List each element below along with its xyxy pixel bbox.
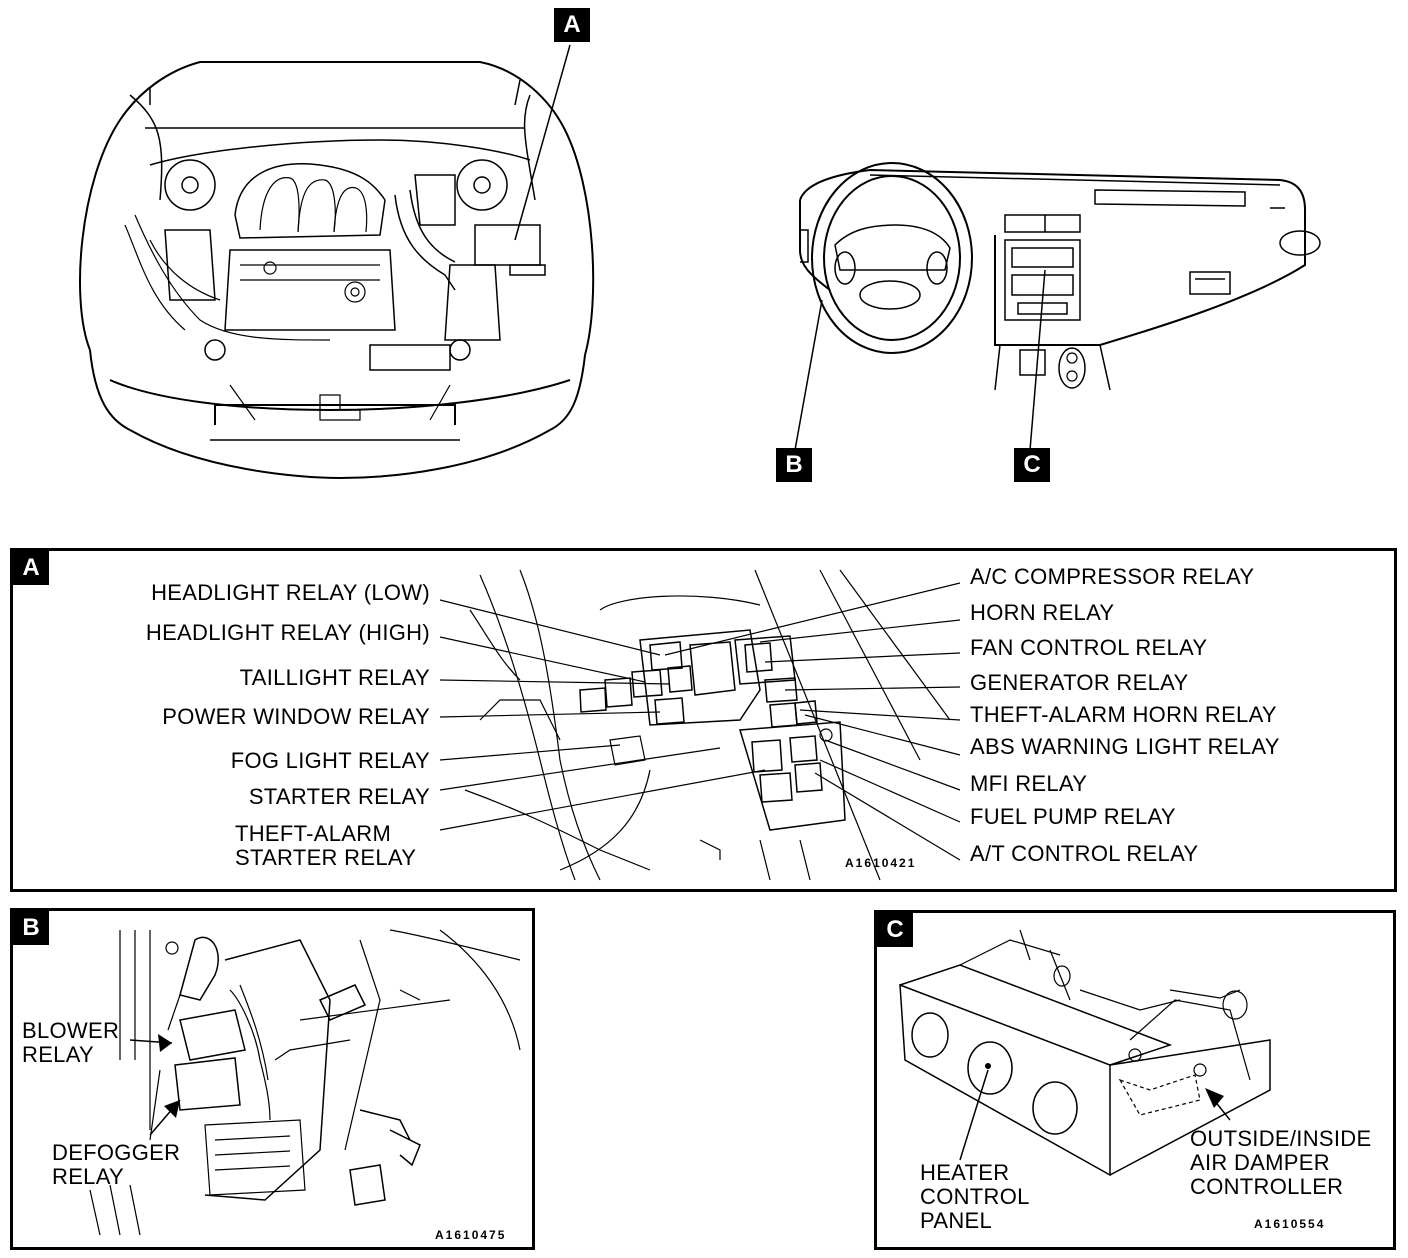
label-fuel-pump-relay: FUEL PUMP RELAY xyxy=(970,804,1176,829)
label-defogger-relay-line2: RELAY xyxy=(52,1164,125,1189)
marker-b-badge: B xyxy=(776,448,812,482)
panel-c-heater-panel-drawing xyxy=(899,929,1271,1177)
label-headlight-relay-low: HEADLIGHT RELAY (LOW) xyxy=(151,580,430,605)
label-heater-control-panel-line3: PANEL xyxy=(920,1208,993,1233)
label-taillight-relay: TAILLIGHT RELAY xyxy=(239,665,430,690)
label-abs-warning-light-relay: ABS WARNING LIGHT RELAY xyxy=(970,734,1280,759)
label-mfi-relay: MFI RELAY xyxy=(970,771,1088,796)
label-ac-compressor-relay: A/C COMPRESSOR RELAY xyxy=(970,564,1255,589)
label-air-damper-controller-line3: CONTROLLER xyxy=(1190,1174,1344,1199)
panel-a-badge: A xyxy=(13,551,49,585)
label-theft-alarm-horn-relay: THEFT-ALARM HORN RELAY xyxy=(970,702,1277,727)
label-theft-alarm-starter-relay-line1: THEFT-ALARM xyxy=(235,821,392,846)
label-theft-alarm-starter-relay-line2: STARTER RELAY xyxy=(235,845,417,870)
label-blower-relay-line1: BLOWER xyxy=(22,1018,120,1043)
label-power-window-relay: POWER WINDOW RELAY xyxy=(162,704,430,729)
label-horn-relay: HORN RELAY xyxy=(970,600,1115,625)
label-heater-control-panel-line1: HEATER xyxy=(920,1160,1010,1185)
label-generator-relay: GENERATOR RELAY xyxy=(970,670,1189,695)
label-fog-light-relay: FOG LIGHT RELAY xyxy=(230,748,430,773)
label-fan-control-relay: FAN CONTROL RELAY xyxy=(970,635,1208,660)
marker-a-badge: A xyxy=(554,8,590,42)
panel-a-figure-code: A1610421 xyxy=(845,856,917,870)
marker-c-badge: C xyxy=(1014,448,1050,482)
panel-b: B xyxy=(10,908,535,1250)
label-at-control-relay: A/T CONTROL RELAY xyxy=(970,841,1199,866)
label-headlight-relay-high: HEADLIGHT RELAY (HIGH) xyxy=(145,620,430,645)
label-starter-relay: STARTER RELAY xyxy=(248,784,430,809)
panel-c-figure-code: A1610554 xyxy=(1254,1217,1326,1231)
panel-c: C xyxy=(874,910,1396,1250)
label-blower-relay-line2: RELAY xyxy=(22,1042,95,1067)
label-air-damper-controller-line2: AIR DAMPER xyxy=(1190,1150,1330,1175)
dashboard-drawing xyxy=(794,162,1321,451)
panel-b-badge: B xyxy=(13,911,49,945)
panel-c-badge: C xyxy=(877,913,913,947)
panel-b-relay-drawing xyxy=(89,929,521,1236)
label-air-damper-controller-line1: OUTSIDE/INSIDE xyxy=(1190,1126,1372,1151)
panel-a: A xyxy=(10,548,1397,892)
panel-a-relay-box-drawing xyxy=(439,569,961,881)
panel-b-figure-code: A1610475 xyxy=(435,1228,507,1242)
label-heater-control-panel-line2: CONTROL xyxy=(920,1184,1030,1209)
engine-bay-drawing xyxy=(79,44,595,480)
label-defogger-relay-line1: DEFOGGER xyxy=(52,1140,181,1165)
